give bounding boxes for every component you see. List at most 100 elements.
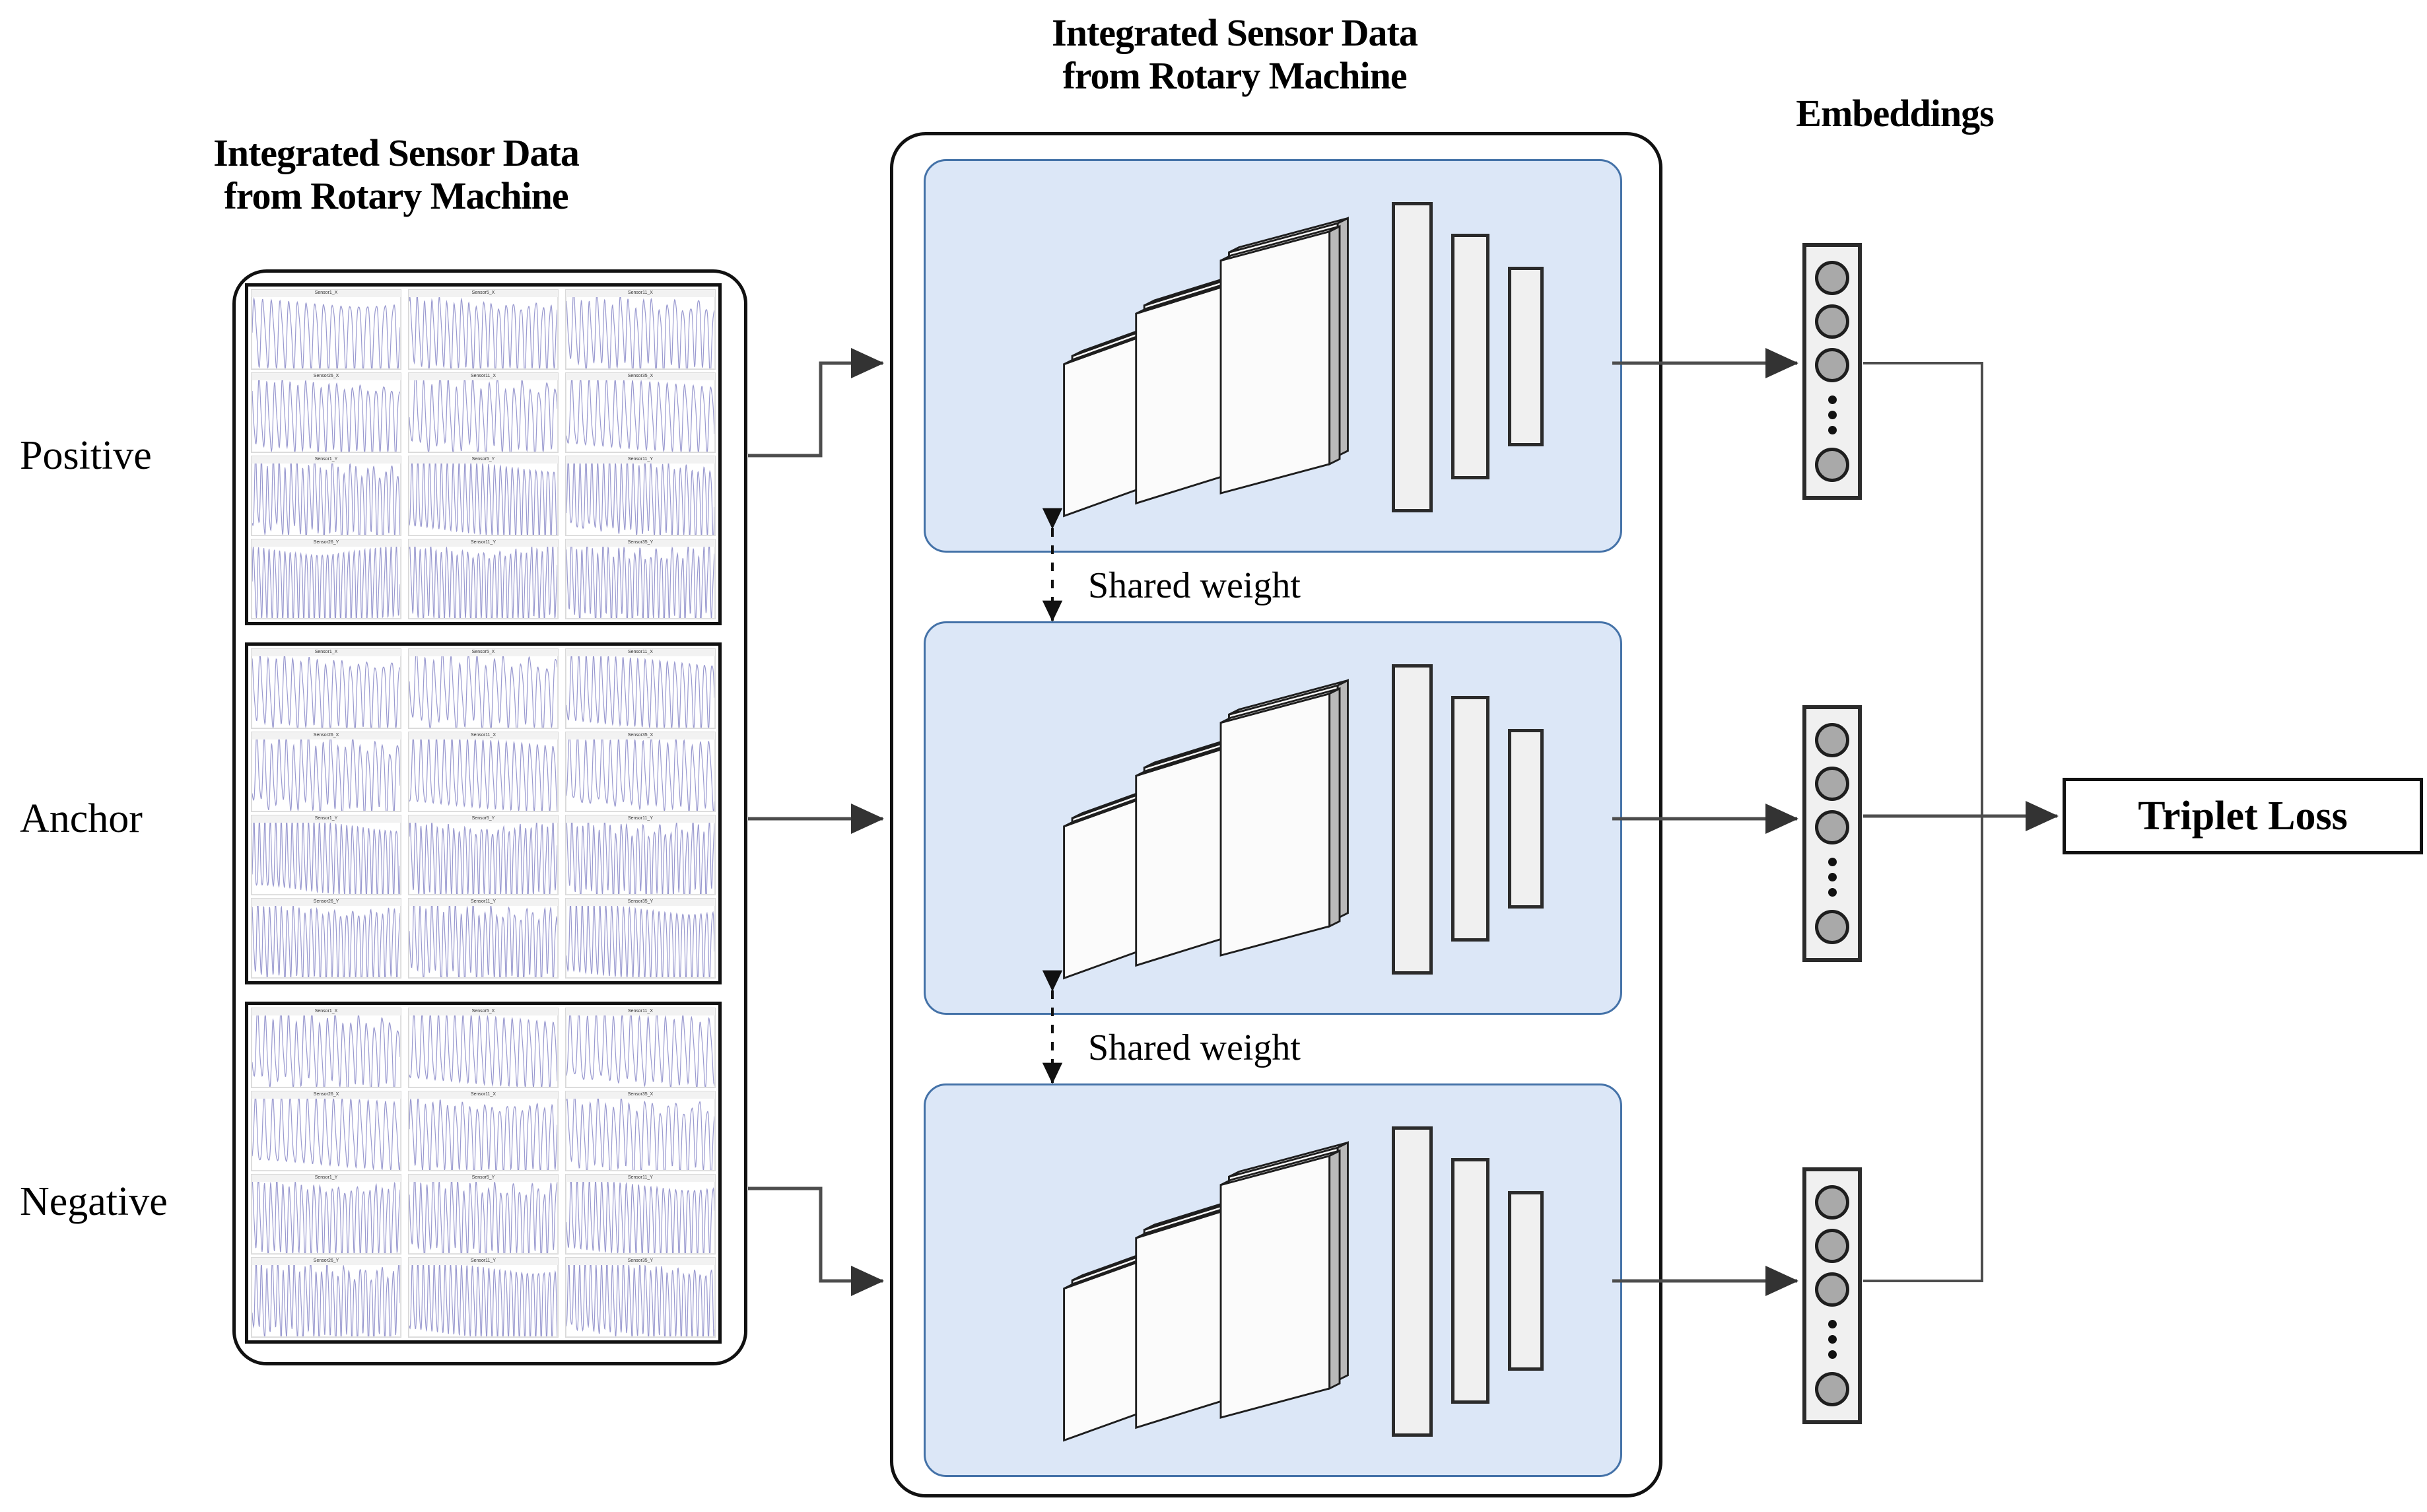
sensor-plot-cell[interactable]: Sensor11_Y: [407, 898, 559, 979]
sensor-row: Sensor26_X Sensor11_X Sensor35_X: [251, 732, 716, 812]
triplet-loss-box[interactable]: Triplet Loss: [2063, 778, 2423, 854]
sensor-plot-caption: Sensor1_X: [252, 290, 401, 297]
cnn-branch-negative[interactable]: [924, 1083, 1622, 1477]
wire-embeddings-to-loss: [1863, 362, 2059, 1282]
sensor-plot-cell[interactable]: Sensor1_X: [251, 1008, 402, 1088]
conv-layer-stack: [1058, 1118, 1355, 1449]
sensor-plot-caption: Sensor26_Y: [252, 539, 401, 547]
sensor-plot-caption: Sensor1_Y: [252, 815, 401, 823]
sensor-plot-caption: Sensor11_X: [408, 732, 559, 740]
network-panel-title: Integrated Sensor Data from Rotary Machi…: [838, 11, 1631, 98]
sensor-plot-cell[interactable]: Sensor11_X: [564, 648, 716, 729]
sensor-plot-cell[interactable]: Sensor1_X: [251, 648, 402, 729]
embedding-node: [1815, 261, 1849, 295]
sensor-plot-cell[interactable]: Sensor5_X: [407, 289, 559, 370]
sensor-plot-caption: Sensor1_X: [252, 649, 401, 656]
sensor-waveform: [252, 547, 401, 619]
sensor-plot-cell[interactable]: Sensor35_Y: [564, 898, 716, 979]
branch-label-anchor: Anchor: [20, 796, 143, 841]
sensor-plot-cell[interactable]: Sensor11_Y: [564, 1174, 716, 1254]
sensor-waveform: [252, 1099, 401, 1171]
cnn-branch-positive[interactable]: [924, 159, 1622, 553]
sensor-plot-cell[interactable]: Sensor5_Y: [407, 456, 559, 536]
sensor-waveform: [565, 739, 715, 811]
fully-connected-layers: [1388, 623, 1606, 1017]
sensor-plot-cell[interactable]: Sensor5_Y: [407, 815, 559, 895]
sensor-waveform: [252, 464, 401, 535]
sensor-waveform: [408, 1182, 559, 1254]
sensor-plot-caption: Sensor1_Y: [252, 1175, 401, 1183]
left-panel-title-line1: Integrated Sensor Data: [213, 131, 580, 174]
sensor-plot-cell[interactable]: Sensor26_Y: [251, 539, 402, 619]
sensor-plot-cell[interactable]: Sensor35_X: [564, 372, 716, 453]
sensor-plot-cell[interactable]: Sensor1_Y: [251, 1174, 402, 1254]
sensor-plot-cell[interactable]: Sensor11_Y: [564, 815, 716, 895]
sensor-plot-cell[interactable]: Sensor11_Y: [564, 456, 716, 536]
cnn-branch-anchor[interactable]: [924, 621, 1622, 1015]
embedding-column-negative[interactable]: [1802, 1167, 1862, 1424]
sensor-plot-cell[interactable]: Sensor26_X: [251, 732, 402, 812]
ellipsis-dot: [1828, 395, 1837, 404]
embedding-column-anchor[interactable]: [1802, 705, 1862, 962]
sensor-waveform: [252, 1182, 401, 1254]
sensor-plot-cell[interactable]: Sensor35_X: [564, 1091, 716, 1171]
sensor-waveform: [565, 1015, 715, 1087]
sensor-waveform: [408, 547, 559, 619]
sensor-waveform: [408, 380, 559, 452]
sensor-plot-cell[interactable]: Sensor5_X: [407, 648, 559, 729]
sensor-plot-caption: Sensor26_X: [252, 373, 401, 381]
sensor-plot-cell[interactable]: Sensor5_Y: [407, 1174, 559, 1254]
sensor-plot-cell[interactable]: Sensor11_X: [407, 732, 559, 812]
sensor-waveform: [408, 1099, 559, 1171]
sensor-plot-cell[interactable]: Sensor35_Y: [564, 1257, 716, 1338]
embedding-ellipsis: [1828, 854, 1837, 900]
sensor-waveform: [252, 1015, 401, 1087]
embeddings-title: Embeddings: [1796, 92, 1994, 135]
sensor-plot-caption: Sensor11_Y: [408, 1258, 559, 1266]
sensor-waveform: [408, 1015, 559, 1087]
embedding-node: [1815, 304, 1849, 339]
sensor-plot-cell[interactable]: Sensor26_Y: [251, 1257, 402, 1338]
sensor-plot-cell[interactable]: Sensor35_Y: [564, 539, 716, 619]
sensor-plot-cell[interactable]: Sensor11_X: [407, 1091, 559, 1171]
embedding-node: [1815, 767, 1849, 801]
sensor-waveform: [408, 823, 559, 895]
sensor-plot-caption: Sensor26_X: [252, 732, 401, 740]
sensor-waveform: [565, 297, 715, 369]
sensor-plot-cell[interactable]: Sensor1_Y: [251, 456, 402, 536]
embedding-node: [1815, 810, 1849, 844]
fc-layer-bar: [1392, 202, 1433, 512]
sensor-plot-caption: Sensor5_Y: [408, 815, 559, 823]
embedding-node: [1815, 723, 1849, 757]
embedding-node: [1815, 910, 1849, 944]
sensor-plot-cell[interactable]: Sensor35_X: [564, 732, 716, 812]
sensor-plot-cell[interactable]: Sensor11_X: [564, 289, 716, 370]
sensor-plot-cell[interactable]: Sensor26_Y: [251, 898, 402, 979]
fc-layer-bar: [1392, 664, 1433, 975]
branch-label-positive: Positive: [20, 433, 152, 478]
embedding-node: [1815, 448, 1849, 482]
embedding-node: [1815, 1372, 1849, 1406]
sensor-plot-cell[interactable]: Sensor11_Y: [407, 1257, 559, 1338]
sensor-plot-cell[interactable]: Sensor11_X: [407, 372, 559, 453]
sensor-plot-cell[interactable]: Sensor1_X: [251, 289, 402, 370]
sensor-plot-cell[interactable]: Sensor11_Y: [407, 539, 559, 619]
embedding-node: [1815, 1229, 1849, 1263]
sensor-plot-cell[interactable]: Sensor5_X: [407, 1008, 559, 1088]
sensor-waveform: [565, 380, 715, 452]
ellipsis-dot: [1828, 888, 1837, 897]
fc-layer-bar: [1508, 1191, 1544, 1371]
embedding-column-positive[interactable]: [1802, 243, 1862, 500]
fc-layer-bar: [1508, 267, 1544, 446]
sensor-waveform: [565, 464, 715, 535]
sensor-plot-cell[interactable]: Sensor26_X: [251, 372, 402, 453]
sensor-plot-cell[interactable]: Sensor26_X: [251, 1091, 402, 1171]
sensor-plot-cell[interactable]: Sensor1_Y: [251, 815, 402, 895]
sensor-plot-cell[interactable]: Sensor11_X: [564, 1008, 716, 1088]
sensor-plot-caption: Sensor11_X: [565, 1008, 715, 1015]
